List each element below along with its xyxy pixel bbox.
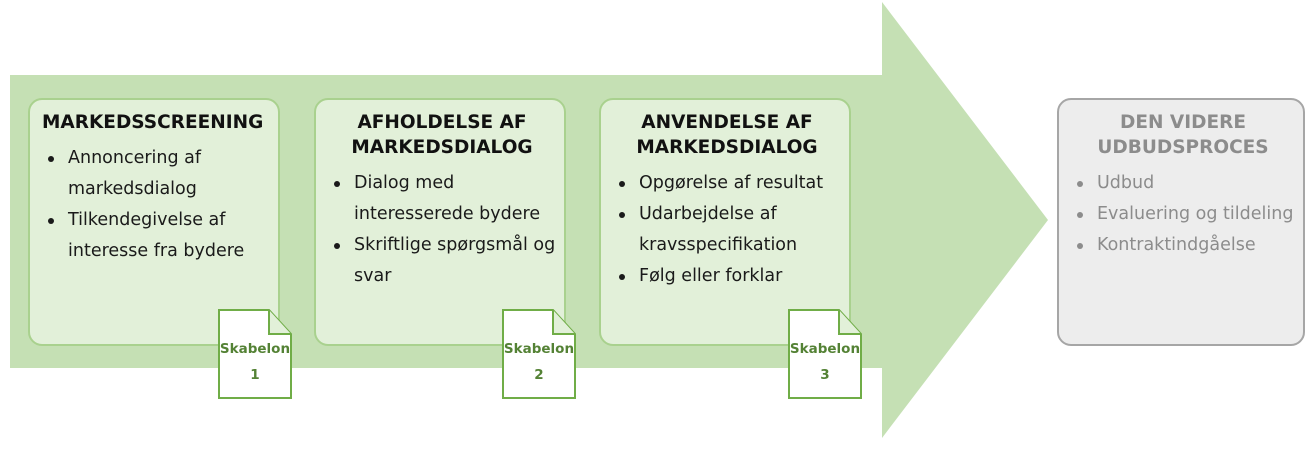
template-number: 1 — [250, 367, 260, 383]
stage-markedsscreening: MARKEDSSCREENING Annoncering af markedsd… — [28, 98, 280, 346]
bullet-item: Følg eller forklar — [613, 261, 841, 292]
stage-anvendelse: ANVENDELSE AF MARKEDSDIALOG Opgørelse af… — [599, 98, 851, 346]
template-number: 3 — [820, 367, 830, 383]
bullet-item: Annoncering af markedsdialog — [42, 143, 270, 205]
stage-title: MARKEDSSCREENING — [42, 112, 264, 133]
stage-videre-udbudsproces: DEN VIDERE UDBUDSPROCES Udbud Evaluering… — [1057, 98, 1305, 346]
bullet-item: Tilkendegivelse af interesse fra bydere — [42, 205, 270, 267]
bullet-item: Skriftlige spørgsmål og svar — [328, 230, 556, 292]
stage-bullet-list: Annoncering af markedsdialog Tilkendegiv… — [42, 143, 270, 267]
template-label: Skabelon — [503, 341, 575, 357]
template-label: Skabelon — [789, 341, 861, 357]
bullet-item: Udarbejdelse af kravsspecifikation — [613, 199, 841, 261]
stage-title: ANVENDELSE AF MARKEDSDIALOG — [636, 112, 818, 158]
bullet-item: Dialog med interesserede bydere — [328, 168, 556, 230]
template-number: 2 — [534, 367, 544, 383]
template-document-icon: Skabelon 3 — [787, 308, 863, 400]
stage-title: DEN VIDERE UDBUDSPROCES — [1097, 112, 1269, 158]
bullet-item: Opgørelse af resultat — [613, 168, 841, 199]
stage-afholdelse: AFHOLDELSE AF MARKEDSDIALOG Dialog med i… — [314, 98, 566, 346]
template-document-icon: Skabelon 2 — [501, 308, 577, 400]
template-document-icon: Skabelon 1 — [217, 308, 293, 400]
stage-title: AFHOLDELSE AF MARKEDSDIALOG — [351, 112, 533, 158]
stage-bullet-list: Opgørelse af resultat Udarbejdelse af kr… — [613, 168, 841, 292]
bullet-item: Udbud — [1071, 168, 1295, 199]
bullet-item: Evaluering og tildeling — [1071, 199, 1295, 230]
stage-bullet-list: Udbud Evaluering og tildeling Kontraktin… — [1071, 168, 1295, 261]
stage-bullet-list: Dialog med interesserede bydere Skriftli… — [328, 168, 556, 292]
bullet-item: Kontraktindgåelse — [1071, 230, 1295, 261]
template-label: Skabelon — [219, 341, 291, 357]
